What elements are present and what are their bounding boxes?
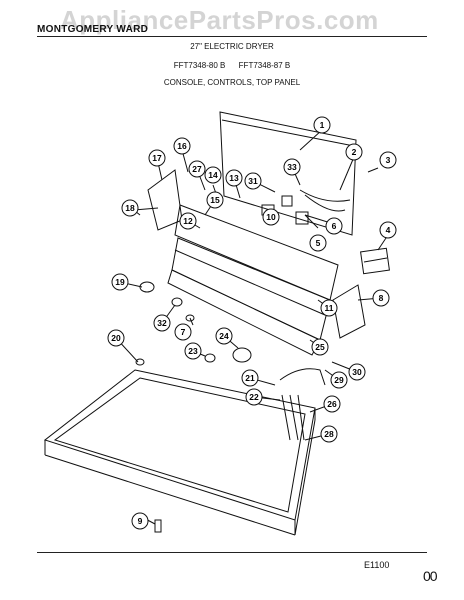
callout-6: 6 [325,217,343,235]
callout-20: 20 [107,329,125,347]
callout-28: 28 [320,425,338,443]
callout-19: 19 [111,273,129,291]
callout-9: 9 [131,512,149,530]
callout-label: 17 [152,153,162,163]
callout-label: 29 [334,375,344,385]
callout-label: 9 [138,516,143,526]
callout-label: 12 [183,216,193,226]
callout-21: 21 [241,369,259,387]
footer-rule [37,552,427,553]
console-front [167,269,321,356]
callout-label: 31 [248,176,258,186]
callout-label: 22 [249,392,259,402]
callout-label: 27 [192,164,202,174]
callout-label: 1 [320,120,325,130]
callout-31: 31 [244,172,262,190]
callout-label: 7 [181,327,186,337]
knob-32 [171,297,183,307]
callout-33: 33 [283,158,301,176]
callout-13: 13 [225,169,243,187]
callout-7: 7 [174,323,192,341]
callout-18: 18 [121,199,139,217]
callout-label: 32 [157,318,167,328]
wire-bundle [279,368,326,441]
model-numbers: FFT7348-80 B FFT7348-87 B [173,61,291,70]
callout-11: 11 [320,299,338,317]
callout-label: 30 [352,367,362,377]
header-rule [37,36,427,37]
callout-label: 11 [325,303,334,313]
callout-29: 29 [330,371,348,389]
callout-15: 15 [206,191,224,209]
callout-26: 26 [323,395,341,413]
callout-label: 13 [229,173,239,183]
knob-24 [232,347,252,363]
switch-31 [281,195,293,207]
callout-30: 30 [348,363,366,381]
callout-10: 10 [262,208,280,226]
corner-mark: 00 [423,568,438,584]
callout-5: 5 [309,234,327,252]
callout-17: 17 [148,149,166,167]
callout-label: 28 [324,429,334,439]
callout-label: 2 [352,147,357,157]
callout-3: 3 [379,151,397,169]
callout-22: 22 [245,388,263,406]
knob-23 [204,353,216,363]
brand-name: MONTGOMERY WARD [37,24,149,35]
callout-label: 16 [177,141,187,151]
right-end-cap [332,284,366,339]
callout-14: 14 [204,166,222,184]
callout-label: 4 [386,225,391,235]
callout-label: 8 [379,293,384,303]
callout-23: 23 [184,342,202,360]
callout-12: 12 [179,212,197,230]
callout-label: 3 [386,155,391,165]
callout-label: 19 [115,277,125,287]
callout-label: 20 [111,333,121,343]
callout-label: 24 [219,331,229,341]
callout-label: 26 [327,399,337,409]
top-panel [43,369,316,521]
knob-19 [139,281,155,293]
callout-label: 10 [266,212,276,222]
callout-label: 33 [287,162,297,172]
callout-32: 32 [153,314,171,332]
timer-module [360,247,390,275]
callout-label: 15 [210,195,220,205]
foot-9 [154,519,162,533]
callout-16: 16 [173,137,191,155]
callout-label: 23 [188,346,198,356]
callout-25: 25 [311,338,329,356]
callout-label: 21 [245,373,255,383]
callout-8: 8 [372,289,390,307]
watermark-text: AppliancePartsPros.com [60,5,379,35]
wire-harness [299,189,351,212]
callout-1: 1 [313,116,331,134]
callout-4: 4 [379,221,397,239]
callout-label: 25 [315,342,325,352]
callout-label: 14 [208,170,218,180]
callout-24: 24 [215,327,233,345]
diagram-code: E1100 [364,560,390,570]
product-title: 27" ELECTRIC DRYER [190,42,274,51]
knob-7 [185,314,195,322]
callout-2: 2 [345,143,363,161]
callout-label: 6 [332,221,337,231]
rear-panel [219,111,357,236]
callout-label: 18 [125,203,135,213]
section-title: CONSOLE, CONTROLS, TOP PANEL [163,78,301,87]
callout-label: 5 [316,238,321,248]
callout-27: 27 [188,160,206,178]
